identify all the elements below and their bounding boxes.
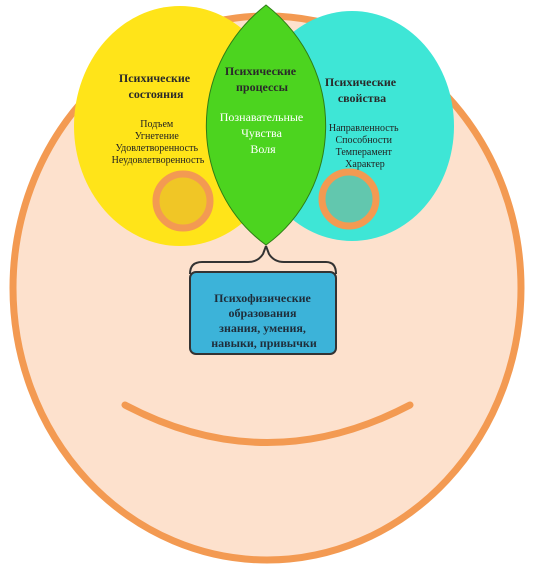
processes-item: Чувства: [241, 126, 282, 140]
processes-title-line-1: Психические: [225, 64, 297, 78]
properties-item: Темперамент: [336, 147, 393, 158]
states-title: Психические состояния: [119, 71, 193, 101]
formations-text: Психофизические образования знания, умен…: [211, 291, 317, 350]
formations-line: образования: [229, 306, 297, 320]
left-eye: [152, 170, 214, 232]
states-title-line-2: состояния: [129, 87, 184, 101]
properties-item: Характер: [345, 159, 385, 170]
right-eye: [318, 168, 380, 230]
formations-line: навыки, привычки: [211, 336, 317, 350]
properties-item: Направленность: [329, 123, 399, 134]
states-item: Угнетение: [135, 131, 180, 142]
processes-title: Психические процессы: [225, 64, 299, 94]
processes-item: Познавательные: [220, 110, 304, 124]
properties-item: Способности: [335, 135, 392, 146]
properties-title: Психические свойства: [325, 75, 399, 105]
smile-mouth: [121, 401, 414, 446]
processes-items: Познавательные Чувства Воля: [220, 110, 307, 156]
connector-stem: [189, 245, 267, 275]
processes-item: Воля: [250, 142, 276, 156]
formations-box: [189, 271, 337, 355]
properties-items: Направленность Способности Темперамент Х…: [329, 123, 401, 170]
processes-title-line-2: процессы: [236, 80, 289, 94]
formations-line: Психофизические: [214, 291, 311, 305]
states-item: Подъем: [140, 119, 174, 130]
states-title-line-1: Психические: [119, 71, 191, 85]
formations-line: знания, умения,: [219, 321, 306, 335]
connector-stem-right: [265, 245, 337, 275]
properties-title-line-1: Психические: [325, 75, 397, 89]
states-item: Удовлетворенность: [115, 143, 198, 154]
states-item: Неудовлетворенность: [112, 155, 205, 166]
states-items: Подъем Угнетение Удовлетворенность Неудо…: [112, 119, 205, 166]
properties-title-line-2: свойства: [338, 91, 386, 105]
processes-lens: [205, 4, 327, 246]
